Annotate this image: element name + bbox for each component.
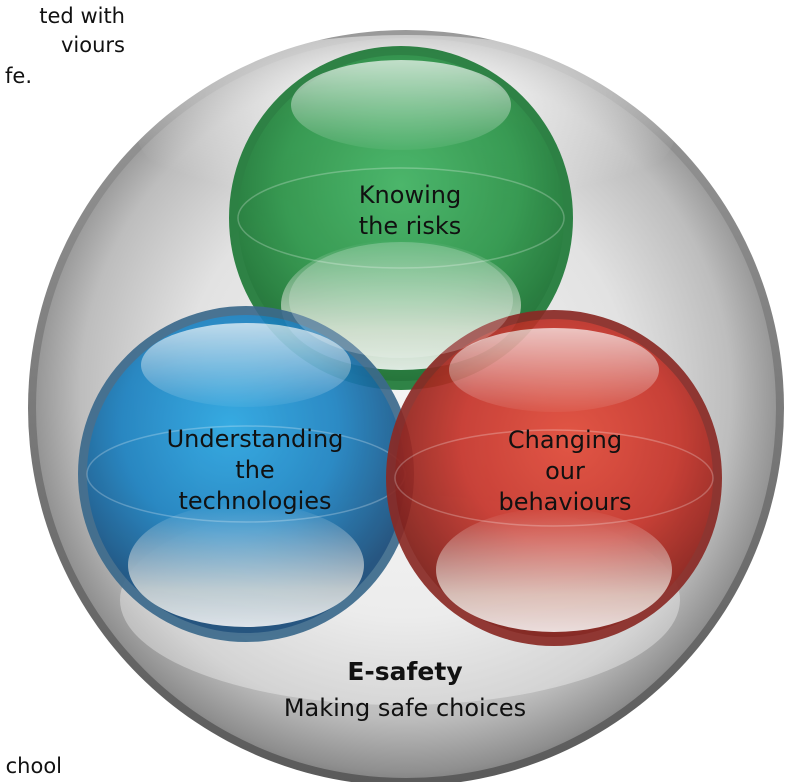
red-label-line-1: Changing (507, 426, 623, 454)
cropped-text-bottom: chool (5, 754, 62, 778)
cropped-text-line-2: viours (61, 33, 125, 57)
green-sphere-front-sheen (289, 242, 513, 358)
cropped-text-line-3: fe. (5, 64, 32, 88)
blue-label-line-1: Understanding (166, 425, 344, 453)
blue-label-line-2: the (235, 456, 275, 484)
caption-subtitle: Making safe choices (283, 694, 527, 722)
red-label-line-2: our (545, 457, 585, 485)
green-label-line-2: the risks (358, 212, 462, 240)
blue-sphere (78, 306, 414, 642)
blue-circle-label: Understanding the technologies (110, 424, 400, 517)
green-circle-label: Knowing the risks (300, 180, 520, 242)
green-label-line-1: Knowing (358, 181, 462, 209)
red-sphere (386, 310, 722, 646)
cropped-text-line-1: ted with (39, 4, 125, 28)
red-label-line-3: behaviours (498, 488, 632, 516)
red-circle-label: Changing our behaviours (445, 425, 685, 518)
caption-title: E-safety (347, 657, 463, 686)
blue-label-line-3: technologies (178, 487, 332, 515)
